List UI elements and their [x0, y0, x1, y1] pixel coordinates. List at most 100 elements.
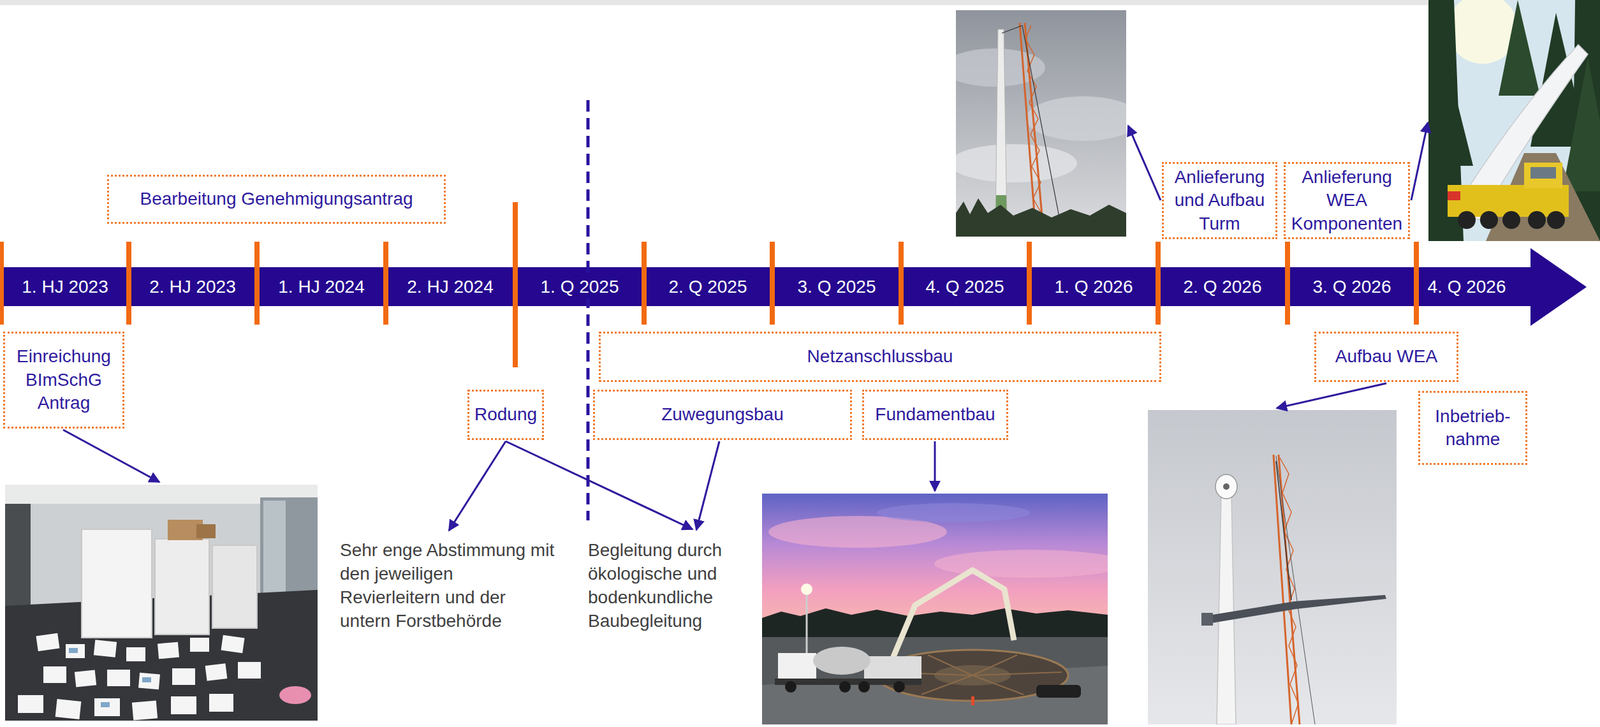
office-photo [170, 696, 197, 715]
phase-label: Netzanschlussbau [604, 344, 1156, 368]
tower-photo [1019, 22, 1044, 231]
office-photo [35, 633, 60, 652]
transport-photo [1480, 211, 1498, 229]
office-photo [68, 647, 152, 708]
office-photo [94, 698, 120, 717]
period-label: 2. HJ 2024 [404, 276, 496, 298]
foundation-photo [972, 675, 1024, 695]
period-label: 1. Q 2026 [1052, 276, 1136, 298]
turbine-photo [1147, 410, 1397, 725]
period-tick [383, 241, 389, 325]
foundation-photo [1036, 684, 1081, 698]
office-photo [220, 635, 245, 654]
office-photo [154, 538, 210, 635]
leader-arrow [696, 441, 720, 530]
phase-box: Zuwegungsbau [593, 389, 852, 441]
office-photo [81, 529, 152, 638]
office-photo [237, 661, 261, 679]
tower-photo [955, 10, 1127, 237]
note-text: Begleitung durch ökologische und bodenku… [587, 538, 751, 634]
office-photo [263, 500, 286, 603]
period-label: 2. Q 2026 [1181, 276, 1265, 298]
office-photo [172, 668, 196, 685]
office-photo [93, 639, 117, 657]
phase-box: Rodung [467, 389, 544, 441]
foundation-photo [762, 637, 1108, 725]
phase-label: Anlieferung und Aufbau Turm [1167, 165, 1272, 236]
today-marker [586, 100, 590, 521]
foundation-photo [889, 570, 1014, 666]
office-photo [43, 666, 67, 683]
turbine-photo [1216, 492, 1236, 725]
period-label: 3. Q 2026 [1310, 276, 1395, 298]
period-tick [1026, 241, 1032, 325]
phase-label: Anlieferung WEA Komponenten [1289, 165, 1405, 236]
office-photo [55, 698, 82, 720]
leader-arrow [63, 429, 160, 483]
office-photo [138, 672, 161, 690]
leader-arrow [1128, 125, 1161, 201]
turbine-photo [1276, 461, 1292, 601]
timeline-bar [0, 248, 1587, 326]
transport-photo [1457, 211, 1565, 229]
transport-photo [1428, 0, 1600, 242]
note-text: Sehr enge Abstimmung mit den jeweiligen … [339, 538, 557, 634]
foundation-photo [893, 681, 905, 693]
period-tick [1155, 241, 1161, 325]
turbine-photo [1215, 474, 1238, 499]
foundation-photo [934, 549, 1108, 578]
period-tick [1413, 241, 1419, 325]
office-photo [100, 702, 110, 708]
period-label: 2. Q 2025 [666, 276, 750, 298]
office-photo [196, 524, 216, 539]
period-tick [1284, 241, 1291, 325]
period-tick [641, 241, 647, 325]
transport-photo [1524, 162, 1563, 189]
foundation-photo [785, 681, 797, 693]
foundation-photo [800, 583, 813, 595]
phase-label: Bearbeitung Genehmigungsantrag [112, 187, 441, 211]
period-label: 1. HJ 2024 [275, 276, 367, 298]
tower-photo [1022, 25, 1062, 228]
phase-label: Inbetrieb- nahme [1423, 404, 1522, 452]
leader-arrow [63, 122, 1428, 531]
foundation-photo [972, 672, 1062, 676]
office-photo [5, 484, 318, 721]
office-photo [157, 642, 180, 660]
turbine-photo [1223, 483, 1230, 490]
office-photo [17, 695, 44, 713]
office-photo [209, 693, 234, 712]
period-tick [254, 241, 260, 325]
transport-photo [1428, 0, 1600, 242]
phase-box: Bearbeitung Genehmigungsantrag [107, 174, 446, 224]
phase-box: Anlieferung und Aufbau Turm [1161, 161, 1278, 240]
transport-photo [1457, 211, 1476, 229]
leader-arrow [1411, 122, 1428, 201]
foundation-photo [806, 589, 808, 654]
period-label: 1. Q 2025 [538, 276, 622, 298]
timeline-bar [1530, 248, 1587, 326]
leader-arrow [934, 441, 937, 492]
top-strip [0, 0, 1429, 6]
office-photo [68, 647, 78, 654]
turbine-photo [1201, 612, 1213, 626]
foundation-photo [777, 653, 817, 682]
office-photo [74, 669, 97, 687]
office-photo [5, 484, 318, 721]
phase-box: Aufbau WEA [1314, 331, 1459, 382]
tower-photo [1001, 25, 1023, 34]
office-photo [212, 545, 257, 629]
period-label: 4. Q 2025 [923, 276, 1007, 298]
foundation-photo [927, 654, 973, 676]
phase-box: Anlieferung WEA Komponenten [1283, 161, 1410, 240]
transport-photo [1502, 211, 1521, 229]
period-tick [126, 241, 132, 325]
office-photo [190, 637, 210, 652]
foundation-photo [864, 656, 922, 679]
turbine-photo [1147, 410, 1397, 725]
foundation-photo [921, 675, 973, 695]
period-tick [512, 202, 518, 368]
foundation-photo [972, 654, 1018, 676]
timeline-bar [0, 267, 1532, 307]
turbine-photo [1208, 594, 1387, 624]
